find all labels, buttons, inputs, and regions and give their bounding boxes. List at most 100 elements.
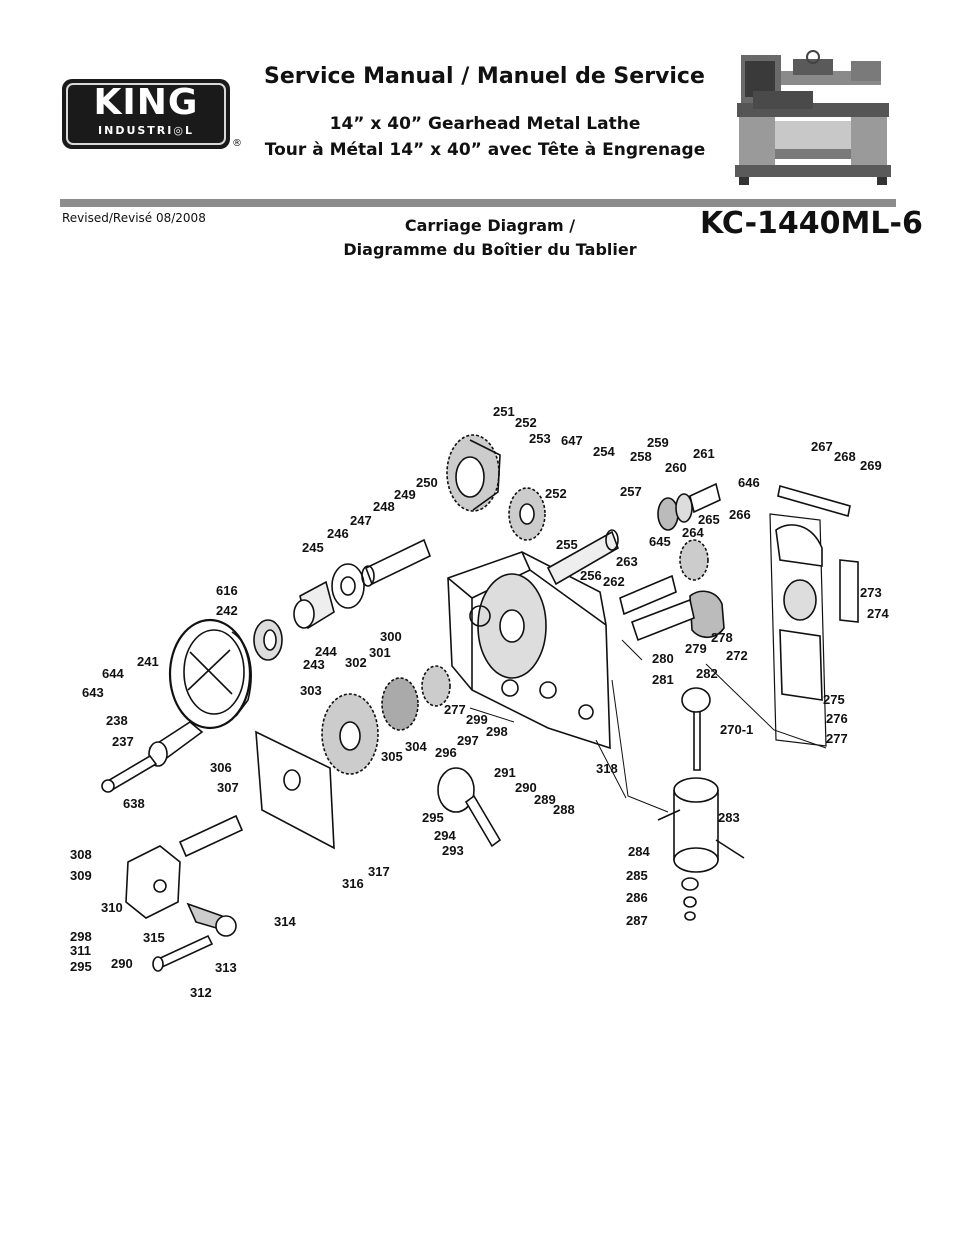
part-label: 645 [649,534,671,549]
part-label: 647 [561,433,583,448]
part-label: 275 [823,692,845,707]
part-label: 252 [545,486,567,501]
part-label: 273 [860,585,882,600]
part-label: 297 [457,733,479,748]
part-label: 646 [738,475,760,490]
part-label: 285 [626,868,648,883]
part-label: 263 [616,554,638,569]
part-label: 291 [494,765,516,780]
part-label: 288 [553,802,575,817]
logo-subtext: INDUSTRI◎L [98,124,194,137]
part-label: 304 [405,739,427,754]
part-label: 307 [217,780,239,795]
part-label: 237 [112,734,134,749]
part-label: 283 [718,810,740,825]
part-label: 238 [106,713,128,728]
part-label: 251 [493,404,515,419]
carriage-exploded-diagram: 251 252 253 647 254 259 258 261 260 267 … [70,404,889,1000]
part-label: 301 [369,645,391,660]
part-label: 248 [373,499,395,514]
part-label: 313 [215,960,237,975]
part-label: 293 [442,843,464,858]
part-label: 244 [315,644,337,659]
part-label: 270-1 [720,722,753,737]
part-label: 247 [350,513,372,528]
part-label: 295 [70,959,92,974]
model-number: KC-1440ML-6 [700,206,923,241]
part-label: 272 [726,648,748,663]
part-label: 245 [302,540,324,555]
part-label: 296 [435,745,457,760]
part-label: 295 [422,810,444,825]
part-label: 254 [593,444,615,459]
logo-border [66,83,226,145]
part-label: 643 [82,685,104,700]
part-label: 257 [620,484,642,499]
part-label: 250 [416,475,438,490]
part-label: 249 [394,487,416,502]
part-label: 286 [626,890,648,905]
part-label: 268 [834,449,856,464]
part-label: 253 [529,431,551,446]
part-label: 299 [466,712,488,727]
part-label: 277 [826,731,848,746]
part-label: 281 [652,672,674,687]
part-label: 289 [534,792,556,807]
registered-mark: ® [232,138,242,149]
part-label: 303 [300,683,322,698]
part-label: 243 [303,657,325,672]
part-label: 290 [111,956,133,971]
part-label: 284 [628,844,650,859]
part-label: 312 [190,985,212,1000]
part-label: 644 [102,666,124,681]
part-label: 264 [682,525,704,540]
revision-date: Revised/Revisé 08/2008 [62,211,206,225]
diagram-drawing [101,434,859,972]
part-label: 294 [434,828,456,843]
part-label: 241 [137,654,159,669]
diagram-title-english: Carriage Diagram / [404,216,576,235]
part-label: 287 [626,913,648,928]
part-label: 306 [210,760,232,775]
part-label: 267 [811,439,833,454]
part-label: 638 [123,796,145,811]
subtitle-french: Tour à Métal 14” x 40” avec Tête à Engre… [264,140,706,160]
part-label: 282 [696,666,718,681]
part-label: 276 [826,711,848,726]
part-label: 314 [274,914,296,929]
part-label: 262 [603,574,625,589]
part-label: 308 [70,847,92,862]
part-label: 259 [647,435,669,450]
part-label: 277 [444,702,466,717]
part-label: 252 [515,415,537,430]
diagram-title: Carriage Diagram / Diagramme du Boîtier … [300,214,680,262]
part-label: 310 [101,900,123,915]
part-label: 256 [580,568,602,583]
part-label: 265 [698,512,720,527]
part-label: 269 [860,458,882,473]
part-label: 242 [216,603,238,618]
part-label: 279 [685,641,707,656]
part-label: 274 [867,606,889,621]
lathe-photo [735,50,891,185]
part-label: 309 [70,868,92,883]
header-rule [60,199,896,207]
part-label: 246 [327,526,349,541]
part-label: 318 [596,761,618,776]
part-label: 261 [693,446,715,461]
part-label: 280 [652,651,674,666]
part-label: 266 [729,507,751,522]
part-label: 300 [380,629,402,644]
subtitle-english: 14” x 40” Gearhead Metal Lathe [329,114,641,134]
part-label: 317 [368,864,390,879]
part-label: 316 [342,876,364,891]
diagram-title-french: Diagramme du Boîtier du Tablier [343,240,637,259]
part-label: 298 [70,929,92,944]
manual-title: Service Manual / Manuel de Service [264,64,705,89]
part-label: 298 [486,724,508,739]
king-industrial-logo: KING INDUSTRI◎L [62,79,230,149]
part-label: 616 [216,583,238,598]
part-label: 255 [556,537,578,552]
part-label: 302 [345,655,367,670]
part-label: 258 [630,449,652,464]
